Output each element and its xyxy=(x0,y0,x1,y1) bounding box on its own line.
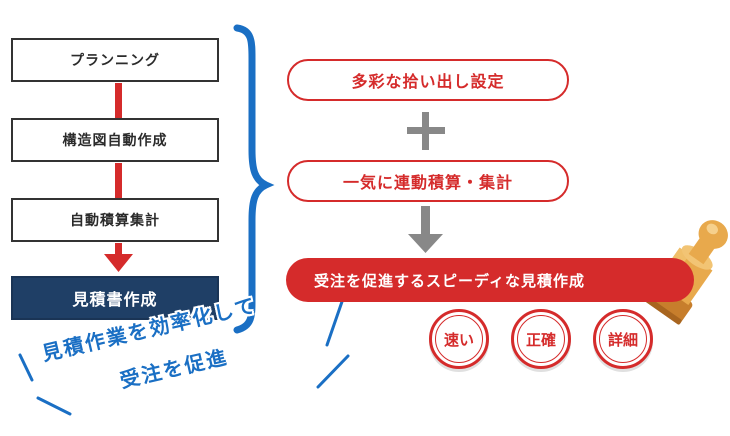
emphasis-lines xyxy=(18,291,350,416)
flow-step-label: 構造図自動作成 xyxy=(62,133,168,149)
badge-label: 正確 xyxy=(525,330,556,349)
badge-label: 詳細 xyxy=(607,330,638,349)
feature-label: 一気に連動積算・集計 xyxy=(342,173,513,192)
flow-step-planning: プランニング xyxy=(11,38,219,82)
feature-label: 多彩な拾い出し設定 xyxy=(351,72,505,91)
feature-linked-calculation: 一気に連動積算・集計 xyxy=(287,160,569,202)
curly-brace xyxy=(233,24,275,334)
flow-step-auto-estimate: 自動積算集計 xyxy=(11,198,219,242)
result-label: 受注を促進するスピーディな見積作成 xyxy=(314,271,585,290)
badge-accurate: 正確 xyxy=(511,309,571,369)
flow-step-quotation: 見積書作成 xyxy=(11,276,219,320)
flow-connectors xyxy=(104,83,133,272)
flow-step-structure-diagram: 構造図自動作成 xyxy=(11,118,219,162)
flow-step-label: プランニング xyxy=(70,53,160,69)
down-arrow-icon xyxy=(408,206,443,253)
flow-step-label: 見積書作成 xyxy=(72,290,158,309)
flow-arrow-head xyxy=(104,254,133,272)
badge-detailed: 詳細 xyxy=(593,309,653,369)
flow-step-label: 自動積算集計 xyxy=(70,213,160,229)
badge-label: 速い xyxy=(443,330,474,349)
plus-icon xyxy=(407,112,445,150)
badge-fast: 速い xyxy=(429,309,489,369)
result-banner: 受注を促進するスピーディな見積作成 xyxy=(286,258,694,302)
feature-pickup-settings: 多彩な拾い出し設定 xyxy=(287,59,569,101)
